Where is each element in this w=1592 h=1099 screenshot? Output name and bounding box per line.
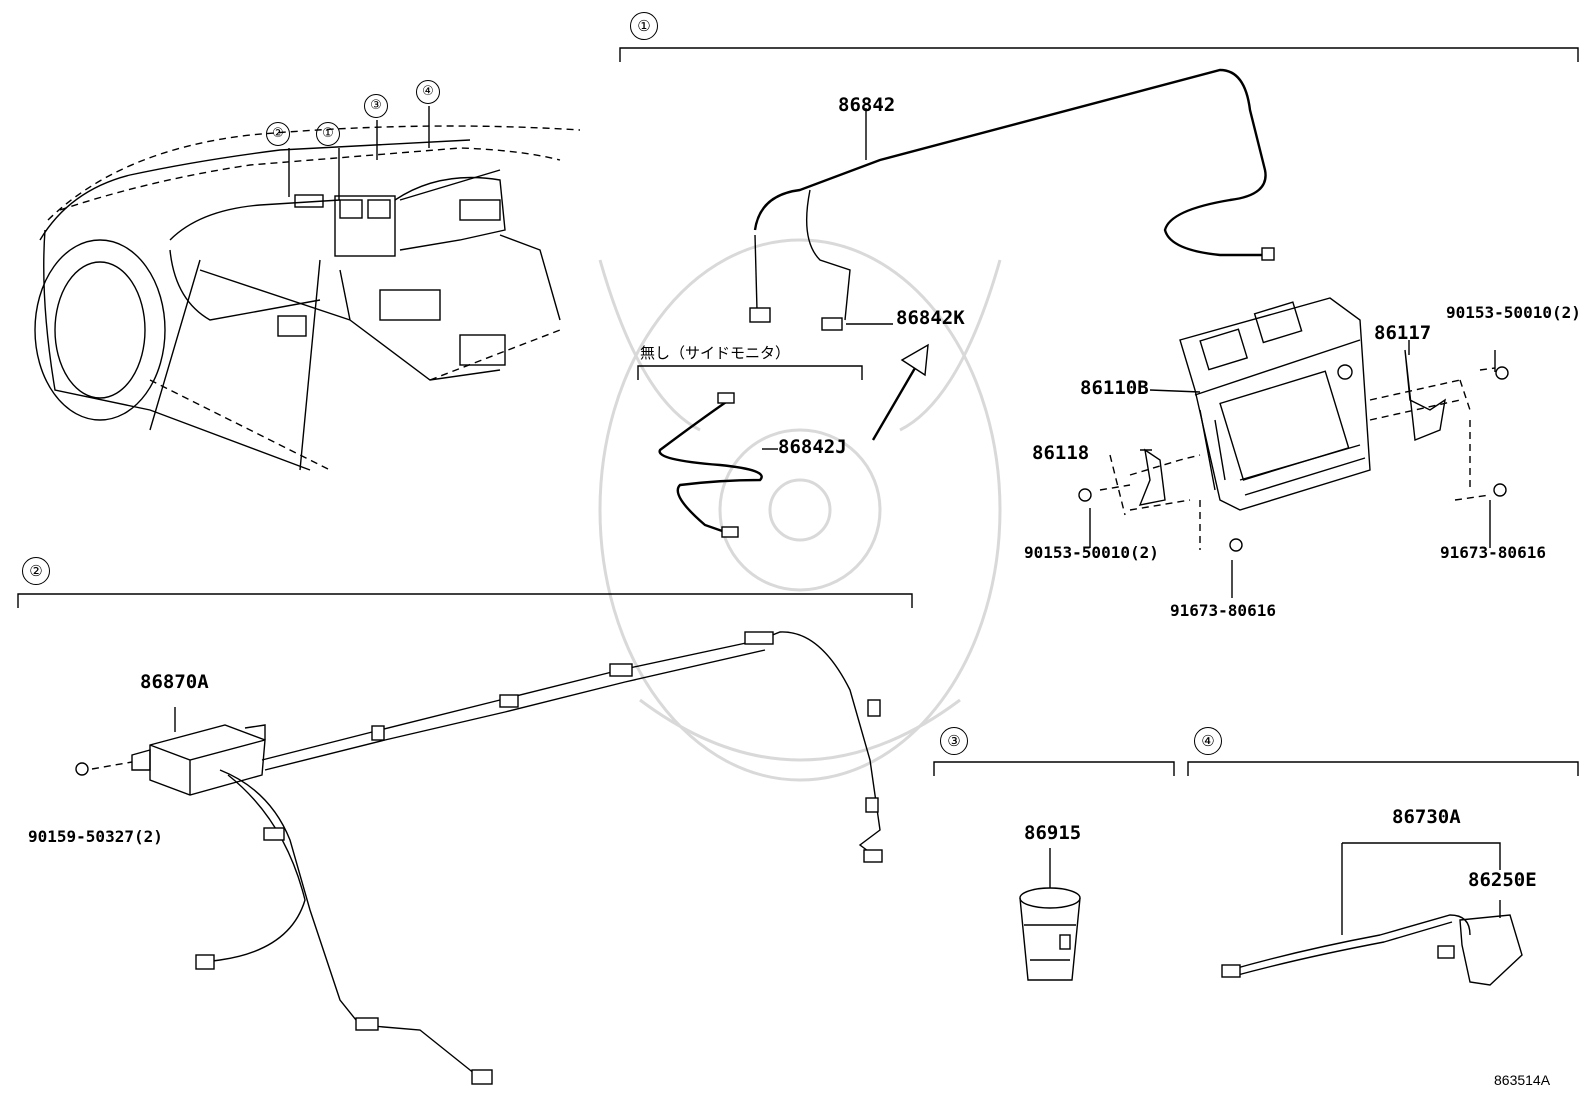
part-label-86118: 86118 bbox=[1032, 442, 1090, 464]
bracket-86117 bbox=[1404, 349, 1446, 441]
harness-86730A bbox=[1221, 842, 1523, 986]
bracket-no-side-monitor bbox=[637, 365, 863, 380]
part-label-86915: 86915 bbox=[1024, 822, 1082, 844]
part-label-86842J: 86842J bbox=[778, 436, 847, 458]
diagram-code: 863514A bbox=[1494, 1072, 1551, 1088]
part-label-86110B: 86110B bbox=[1080, 377, 1149, 399]
part-label-86730A: 86730A bbox=[1392, 806, 1461, 828]
panel-86110B bbox=[1149, 297, 1371, 511]
harness-86842J bbox=[658, 392, 778, 538]
arrow-to-86842K bbox=[871, 367, 917, 441]
overview-marker-1: ① bbox=[316, 122, 340, 146]
part-label-86842: 86842 bbox=[838, 94, 896, 116]
group-marker-4: ④ bbox=[1194, 727, 1222, 755]
overview-marker-3: ③ bbox=[364, 94, 388, 118]
group-marker-3: ③ bbox=[940, 727, 968, 755]
label-no-side-monitor: 無し（サイドモニタ） bbox=[640, 344, 791, 362]
part-label-90159: 90159-50327(2) bbox=[28, 827, 163, 846]
part-label-86842K: 86842K bbox=[896, 307, 965, 329]
bracket-group-2 bbox=[17, 593, 913, 608]
bolts bbox=[75, 366, 1509, 776]
bracket-group-3 bbox=[933, 761, 1175, 776]
harness-86870A bbox=[195, 631, 883, 1085]
car-interior-illustration bbox=[34, 106, 581, 471]
group-marker-2: ② bbox=[22, 557, 50, 585]
bracket-group-1 bbox=[619, 47, 1579, 62]
part-label-86250E: 86250E bbox=[1468, 869, 1537, 891]
watermark-crest bbox=[598, 238, 1002, 782]
overview-marker-4: ④ bbox=[416, 80, 440, 104]
harness-86842 bbox=[749, 68, 1275, 331]
bracket-group-4 bbox=[1187, 761, 1579, 776]
group-marker-1: ① bbox=[630, 12, 658, 40]
module-86870A bbox=[91, 707, 266, 796]
part-label-90153-left: 90153-50010(2) bbox=[1024, 543, 1159, 562]
part-label-86870A: 86870A bbox=[140, 671, 209, 693]
bracket-86118 bbox=[1138, 448, 1166, 506]
component-86915 bbox=[1019, 848, 1081, 981]
part-label-91673-bottom: 91673-80616 bbox=[1170, 601, 1276, 620]
part-label-90153-top: 90153-50010(2) bbox=[1446, 303, 1581, 322]
part-label-91673-right: 91673-80616 bbox=[1440, 543, 1546, 562]
overview-marker-2: ② bbox=[266, 122, 290, 146]
part-label-86117: 86117 bbox=[1374, 322, 1432, 344]
